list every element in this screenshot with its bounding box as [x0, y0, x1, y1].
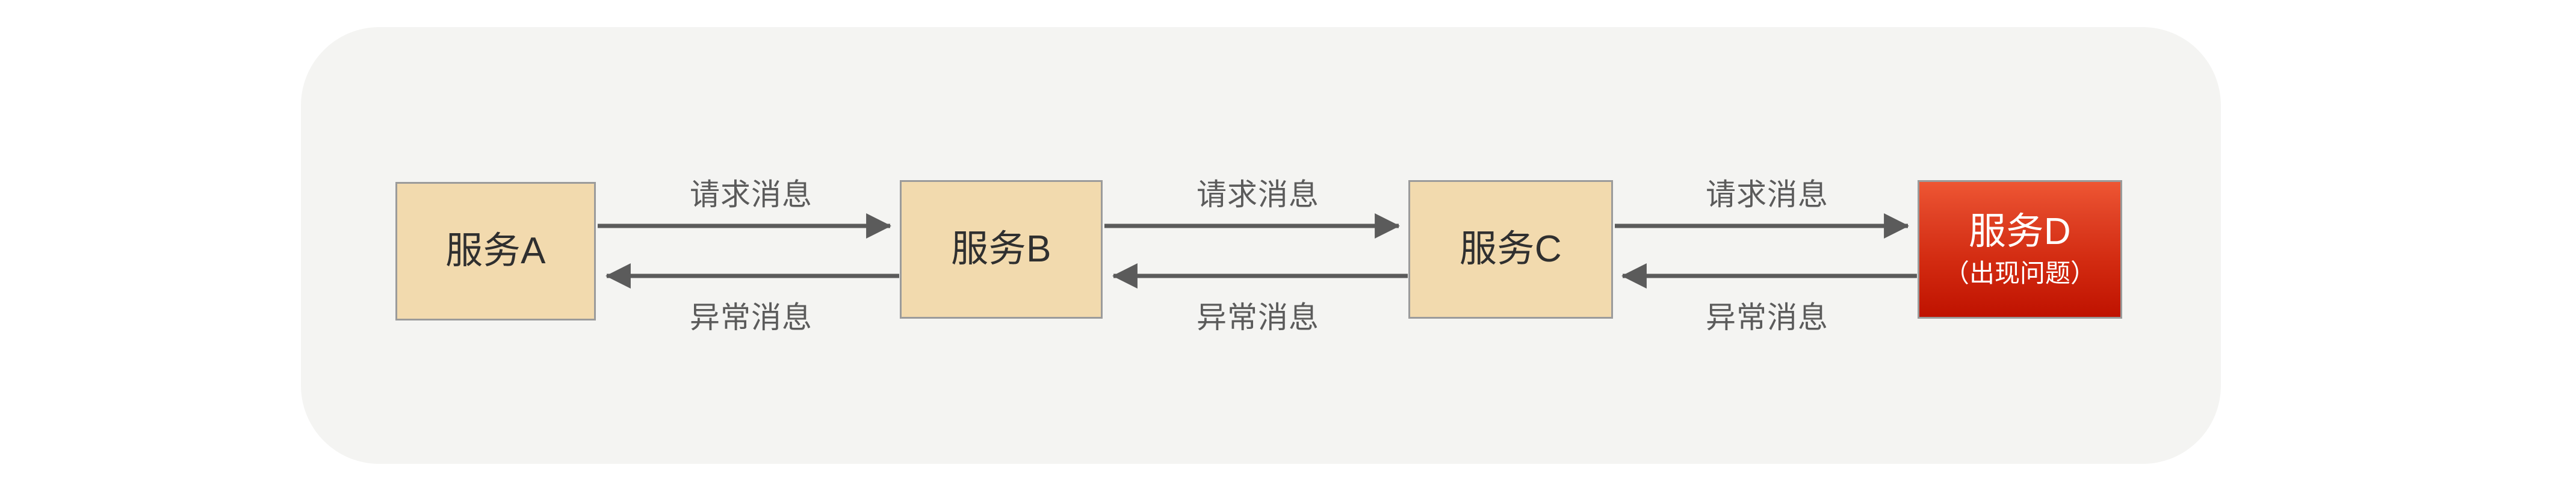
- edge-cd-request-label: 请求消息: [1706, 178, 1828, 211]
- service-node-c[interactable]: 服务C: [1408, 180, 1613, 319]
- service-node-b-label: 服务B: [951, 228, 1051, 270]
- service-node-d[interactable]: 服务D （出现问题）: [1918, 180, 2122, 319]
- service-node-b[interactable]: 服务B: [900, 180, 1103, 319]
- edge-bc-exception-label: 异常消息: [1197, 301, 1319, 334]
- service-node-a[interactable]: 服务A: [395, 182, 596, 320]
- edge-cd-exception-label: 异常消息: [1706, 301, 1828, 334]
- service-node-d-status-label: （出现问题）: [1943, 258, 2096, 287]
- edge-ab-request-label: 请求消息: [690, 178, 813, 211]
- edge-ab-exception-label: 异常消息: [690, 301, 813, 334]
- diagram-panel: [301, 27, 2221, 464]
- edge-bc-request-label: 请求消息: [1197, 178, 1319, 211]
- service-node-a-label: 服务A: [445, 230, 546, 272]
- service-node-d-label: 服务D: [1968, 211, 2072, 253]
- service-node-c-label: 服务C: [1459, 228, 1562, 270]
